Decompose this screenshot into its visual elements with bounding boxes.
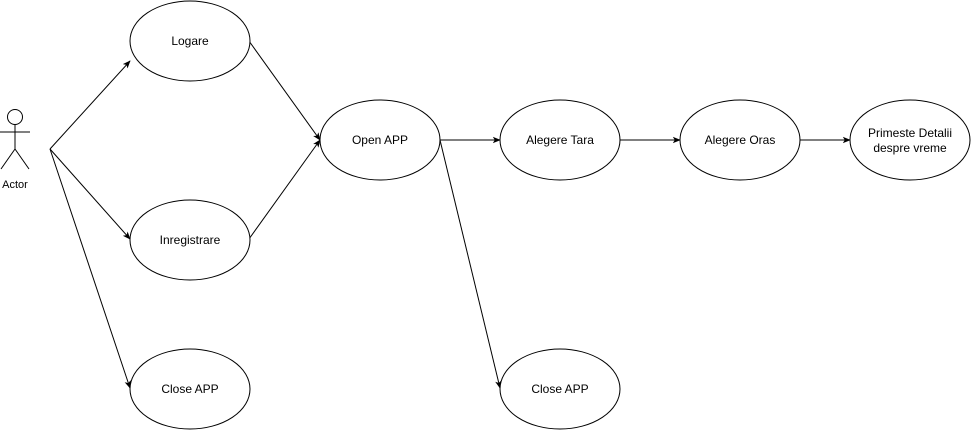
actor-left-leg xyxy=(0,148,16,170)
use-case-alegere-tara xyxy=(499,99,621,181)
use-case-logare xyxy=(129,0,251,82)
label-primeste-detalii-line1: Primeste Detalii xyxy=(868,126,952,140)
edges-group xyxy=(49,40,851,389)
use-case-open-app xyxy=(319,99,441,181)
use-case-close-app-bottom xyxy=(499,348,621,430)
label-primeste-detalii-line2: despre vreme xyxy=(873,141,947,155)
label-close-app-left: Close APP xyxy=(161,382,218,396)
actor-label: Actor xyxy=(2,179,28,191)
use-case-alegere-oras xyxy=(679,99,801,181)
actor-head xyxy=(7,109,23,125)
label-alegere-tara: Alegere Tara xyxy=(526,133,594,147)
label-logare: Logare xyxy=(171,34,209,48)
label-alegere-oras: Alegere Oras xyxy=(705,133,776,147)
label-inregistrare: Inregistrare xyxy=(160,233,221,247)
edge-actor-to-close-left xyxy=(49,148,131,389)
edge-logare-to-open-app xyxy=(248,40,321,141)
actor-right-leg xyxy=(14,148,30,170)
actor-figure xyxy=(0,109,30,170)
use-case-inregistrare xyxy=(129,199,251,281)
edge-open-app-to-close-bottom xyxy=(439,139,502,389)
edge-actor-to-logare xyxy=(49,60,131,150)
edge-inregistrare-to-open-app xyxy=(248,139,321,240)
label-open-app: Open APP xyxy=(352,133,408,147)
label-close-app-bottom: Close APP xyxy=(531,382,588,396)
use-case-primeste-detalii xyxy=(849,99,971,181)
use-case-close-app-left xyxy=(129,348,251,430)
edge-actor-to-inregistrare xyxy=(49,148,131,240)
